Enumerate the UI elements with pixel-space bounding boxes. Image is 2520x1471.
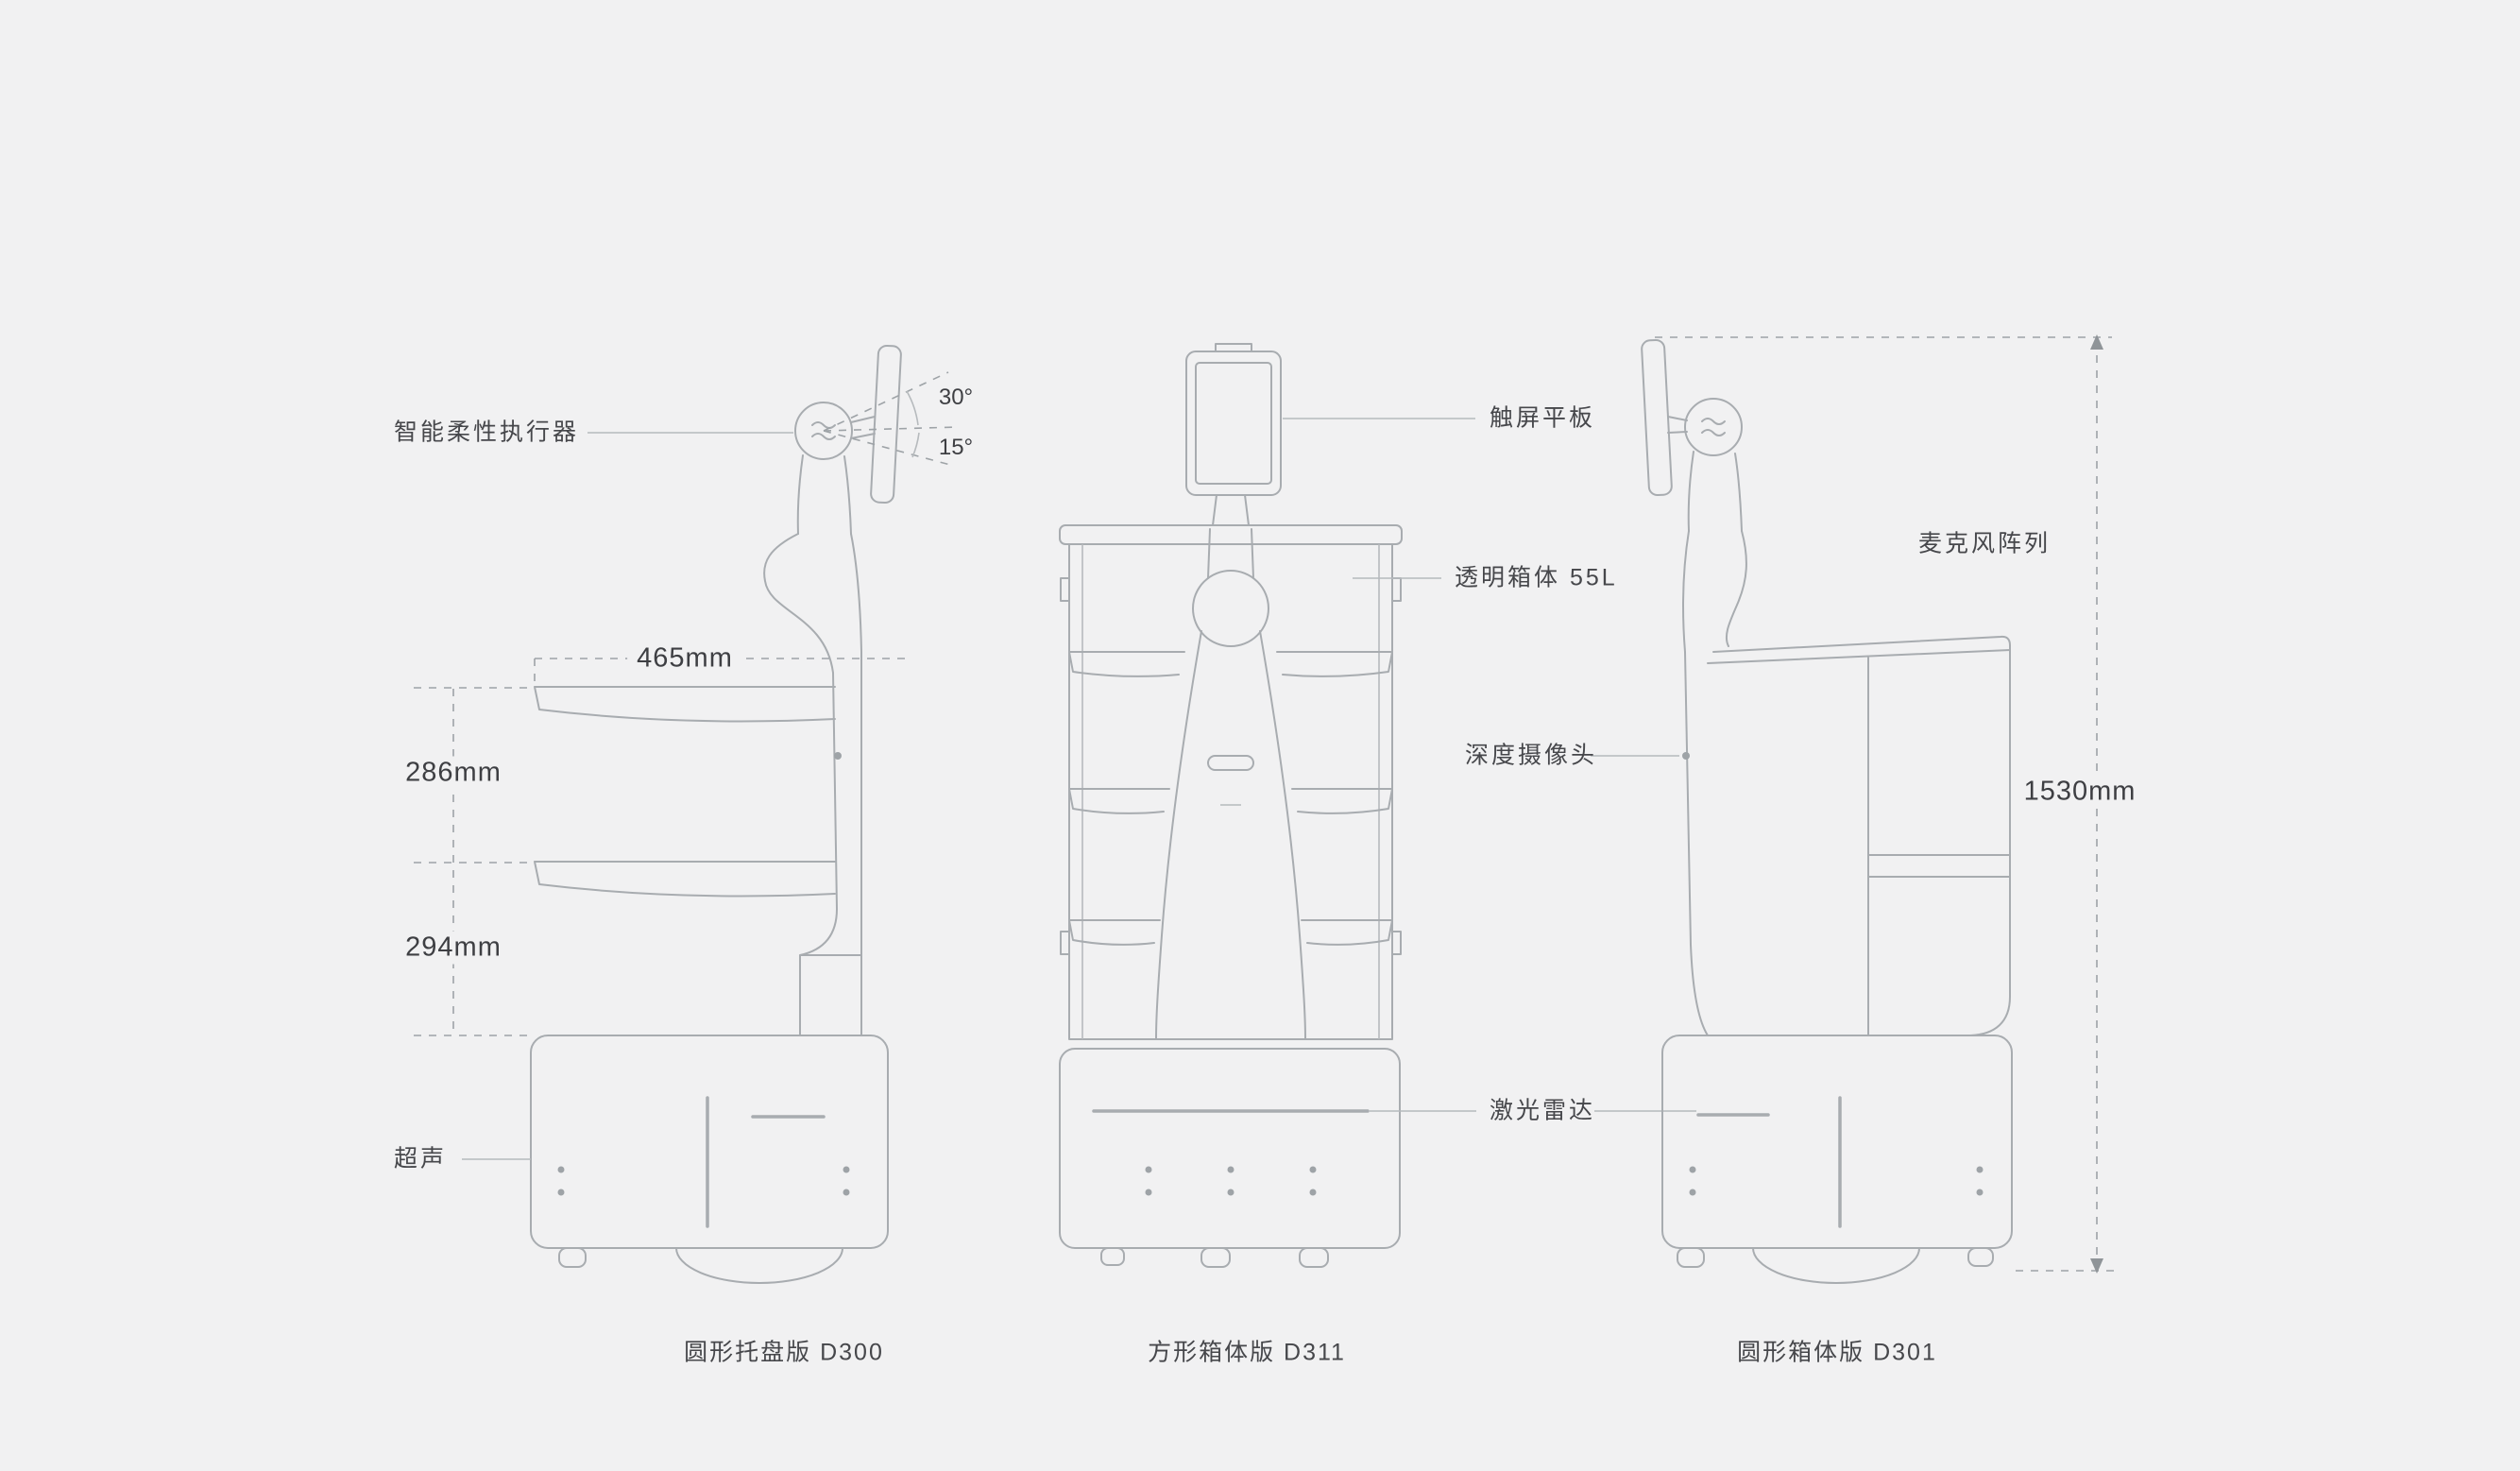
- robot-d301-drawing: [1641, 338, 2013, 1284]
- d300-base: [530, 1035, 889, 1249]
- d301-base: [1661, 1035, 2013, 1249]
- actuator-label: 智能柔性执行器: [394, 419, 580, 446]
- d311-wheels: [1100, 1247, 1329, 1268]
- robot-d311-drawing: [1059, 343, 1403, 1268]
- d311-neck-joint: [1192, 494, 1269, 647]
- d300-depth-camera-dot: [834, 752, 842, 760]
- d300-wheels: [558, 1247, 843, 1284]
- caption-d300: 圆形托盘版 D300: [684, 1339, 884, 1366]
- d300-annotation-lines: [414, 371, 959, 1160]
- d311-tablet: [1185, 343, 1282, 496]
- touchscreen-label: 触屏平板: [1490, 404, 1596, 432]
- d311-column: [1155, 630, 1306, 1040]
- lower-tray-gap-dimension: 294mm: [396, 931, 511, 965]
- d300-actuator-head: [794, 402, 853, 460]
- d300-neck: [796, 454, 852, 535]
- d300-column: [763, 533, 862, 1036]
- tilt-down-angle-label: 15°: [934, 436, 978, 460]
- caption-d311: 方形箱体版 D311: [1148, 1339, 1346, 1366]
- d301-actuator-head: [1684, 398, 1743, 456]
- total-height-dimension: 1530mm: [2014, 775, 2146, 809]
- transparent-box-label: 透明箱体 55L: [1455, 564, 1618, 591]
- ultrasonic-label: 超声: [394, 1145, 448, 1172]
- d301-column: [1681, 530, 1747, 1036]
- d301-wheels: [1677, 1247, 1994, 1284]
- d301-depth-camera-dot: [1682, 752, 1690, 760]
- d311-shelves: [1068, 651, 1393, 946]
- lidar-label: 激光雷达: [1490, 1097, 1596, 1124]
- d301-neck: [1687, 451, 1743, 532]
- tilt-up-angle-label: 30°: [934, 385, 978, 410]
- d301-annotation-lines: [1591, 334, 2116, 1274]
- mic-array-label: 麦克风阵列: [1918, 530, 2052, 557]
- d311-base: [1059, 1048, 1401, 1249]
- d301-screen: [1641, 338, 1688, 497]
- depth-camera-label: 深度摄像头: [1465, 742, 1598, 769]
- tray-width-dimension: 465mm: [627, 641, 742, 676]
- d311-annotation-lines: [1283, 418, 1696, 1112]
- d300-screen: [850, 344, 902, 505]
- d311-box: [1059, 524, 1403, 1040]
- robot-d300-drawing: [530, 344, 902, 1284]
- upper-tray-gap-dimension: 286mm: [396, 756, 511, 790]
- d301-box: [1707, 635, 2011, 1036]
- d300-tray-lower: [534, 861, 836, 898]
- d300-tray-upper: [534, 686, 836, 723]
- caption-d301: 圆形箱体版 D301: [1737, 1339, 1937, 1366]
